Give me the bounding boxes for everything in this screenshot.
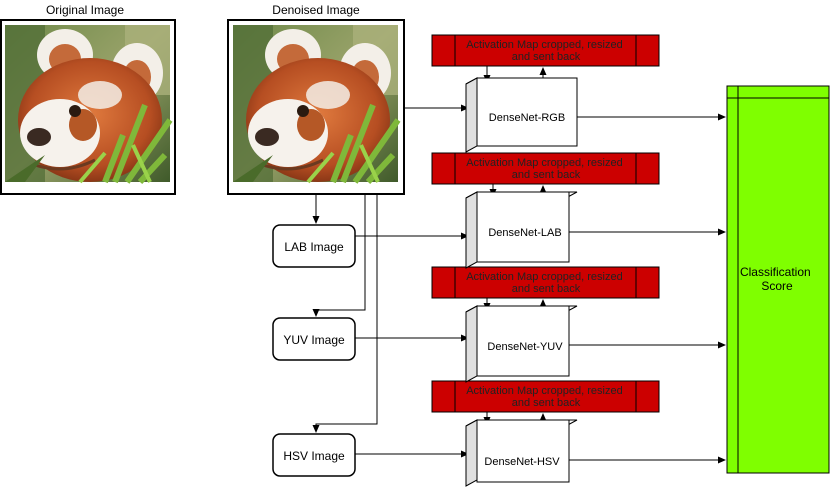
activation-text-line2: and sent back xyxy=(512,397,581,409)
activation-map-hsv-text: Activation Map cropped, resized and sent… xyxy=(466,385,626,409)
denoised-connectors xyxy=(312,104,469,433)
densenet-lab-label: DenseNet-LAB xyxy=(488,227,561,239)
yuv-image-label: YUV Image xyxy=(283,333,345,347)
hsv-image-box: HSV Image xyxy=(272,433,356,477)
lab-image-label: LAB Image xyxy=(284,240,344,254)
densenet-yuv-block: DenseNet-YUV xyxy=(465,305,578,383)
activation-map-hsv: Activation Map cropped, resized and sent… xyxy=(431,380,660,413)
densenet-hsv-block: DenseNet-HSV xyxy=(465,419,578,487)
densenet-yuv-label: DenseNet-YUV xyxy=(487,341,563,353)
original-image xyxy=(5,25,170,182)
denoised-image-title: Denoised Image xyxy=(272,3,360,17)
densenet-rgb-block: DenseNet-RGB xyxy=(465,77,578,153)
activation-map-lab-text: Activation Map cropped, resized and sent… xyxy=(466,157,626,181)
activation-map-yuv-text: Activation Map cropped, resized and sent… xyxy=(466,271,626,295)
activation-text-line1: Activation Map cropped, resized xyxy=(466,39,623,51)
activation-text-line2: and sent back xyxy=(512,169,581,181)
original-image-title: Original Image xyxy=(46,3,124,17)
denoised-image-frame xyxy=(227,19,405,195)
denoised-image xyxy=(233,25,398,182)
densenet-lab-block: DenseNet-LAB xyxy=(465,191,578,269)
activation-text-line1: Activation Map cropped, resized xyxy=(466,271,623,283)
activation-text-line1: Activation Map cropped, resized xyxy=(466,385,623,397)
densenet-hsv-label: DenseNet-HSV xyxy=(484,456,560,468)
densenet-rgb-label: DenseNet-RGB xyxy=(489,112,565,124)
activation-text-line2: and sent back xyxy=(512,283,581,295)
activation-text-line1: Activation Map cropped, resized xyxy=(466,157,623,169)
lab-image-box: LAB Image xyxy=(272,224,356,268)
classification-score-box: Classification Score xyxy=(726,85,830,474)
yuv-image-box: YUV Image xyxy=(272,317,356,361)
activation-map-rgb-text: Activation Map cropped, resized and sent… xyxy=(466,39,626,63)
hsv-image-label: HSV Image xyxy=(283,449,345,463)
original-image-frame xyxy=(0,19,176,195)
activation-map-rgb: Activation Map cropped, resized and sent… xyxy=(431,34,660,67)
classification-line1: Classification xyxy=(740,265,811,279)
activation-map-lab: Activation Map cropped, resized and sent… xyxy=(431,152,660,185)
classification-line2: Score xyxy=(761,279,793,293)
activation-text-line2: and sent back xyxy=(512,51,581,63)
classification-score-label: Classification Score xyxy=(740,265,814,293)
activation-map-yuv: Activation Map cropped, resized and sent… xyxy=(431,266,660,299)
